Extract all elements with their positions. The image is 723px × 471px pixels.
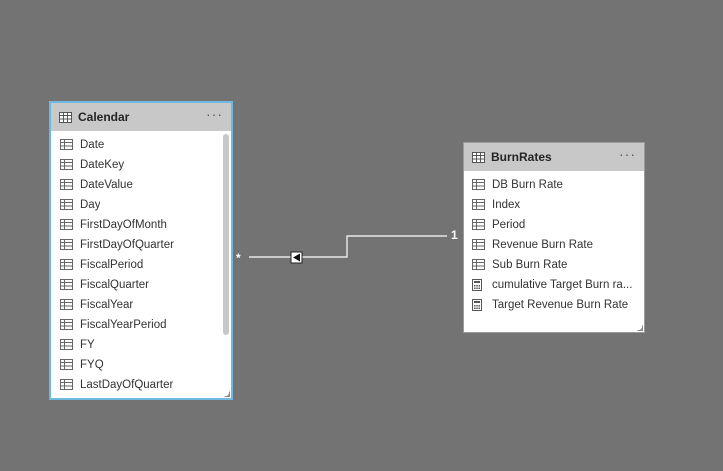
table-field-icon bbox=[60, 379, 74, 391]
field-label: FiscalPeriod bbox=[80, 259, 144, 271]
table-field-icon bbox=[472, 179, 486, 191]
field-item[interactable]: LastDayOfQuarter bbox=[51, 375, 231, 395]
cardinality-many-label: * bbox=[236, 251, 241, 265]
field-label: FirstDayOfMonth bbox=[80, 219, 167, 231]
table-icon bbox=[472, 151, 485, 163]
calendar-scrollbar[interactable] bbox=[223, 134, 229, 335]
table-field-icon bbox=[60, 239, 74, 251]
table-field-icon bbox=[60, 359, 74, 371]
field-label: Period bbox=[492, 219, 526, 231]
table-field-icon bbox=[472, 219, 486, 231]
field-label: Day bbox=[80, 199, 101, 211]
burnrates-table-header[interactable]: BurnRates ··· bbox=[464, 143, 644, 171]
field-item[interactable]: FiscalPeriod bbox=[51, 255, 231, 275]
cardinality-one-label: 1 bbox=[451, 228, 458, 242]
field-label: Target Revenue Burn Rate bbox=[492, 299, 629, 311]
field-label: DateKey bbox=[80, 159, 125, 171]
field-item[interactable]: cumulative Target Burn ra... bbox=[464, 275, 644, 295]
calculator-icon bbox=[472, 279, 486, 291]
field-item[interactable]: FYQ bbox=[51, 355, 231, 375]
field-label: FiscalQuarter bbox=[80, 279, 150, 291]
field-item[interactable]: FiscalYear bbox=[51, 295, 231, 315]
table-title: BurnRates bbox=[491, 150, 552, 164]
table-field-icon bbox=[60, 139, 74, 151]
field-item[interactable]: Day bbox=[51, 195, 231, 215]
field-label: FY bbox=[80, 339, 95, 351]
field-item[interactable]: Date bbox=[51, 135, 231, 155]
resize-handle-icon[interactable] bbox=[224, 391, 230, 397]
table-field-icon bbox=[472, 239, 486, 251]
field-item[interactable]: FiscalQuarter bbox=[51, 275, 231, 295]
field-label: Date bbox=[80, 139, 105, 151]
table-field-icon bbox=[60, 319, 74, 331]
field-label: cumulative Target Burn ra... bbox=[492, 279, 633, 291]
field-item[interactable]: DateValue bbox=[51, 175, 231, 195]
field-item[interactable]: FirstDayOfMonth bbox=[51, 215, 231, 235]
table-field-icon bbox=[60, 279, 74, 291]
field-label: FiscalYear bbox=[80, 299, 134, 311]
field-label: FiscalYearPeriod bbox=[80, 319, 167, 331]
field-item[interactable]: DateKey bbox=[51, 155, 231, 175]
field-label: Index bbox=[492, 199, 521, 211]
field-label: FYQ bbox=[80, 359, 104, 371]
field-label: Sub Burn Rate bbox=[492, 259, 568, 271]
table-field-icon bbox=[60, 299, 74, 311]
field-label: FirstDayOfQuarter bbox=[80, 239, 174, 251]
table-field-icon bbox=[472, 199, 486, 211]
table-field-icon bbox=[60, 339, 74, 351]
field-label: LastDayOfQuarter bbox=[80, 379, 174, 391]
table-field-icon bbox=[60, 259, 74, 271]
field-item[interactable]: FirstDayOfQuarter bbox=[51, 235, 231, 255]
table-title: Calendar bbox=[78, 110, 130, 124]
table-field-icon bbox=[472, 259, 486, 271]
field-label: DB Burn Rate bbox=[492, 179, 563, 191]
table-field-icon bbox=[60, 219, 74, 231]
more-options-button[interactable]: ··· bbox=[206, 106, 223, 122]
table-icon bbox=[59, 111, 72, 123]
table-field-icon bbox=[60, 179, 74, 191]
field-item[interactable]: Sub Burn Rate bbox=[464, 255, 644, 275]
table-field-icon bbox=[60, 199, 74, 211]
resize-handle-icon[interactable] bbox=[637, 325, 643, 331]
field-item[interactable]: FY bbox=[51, 335, 231, 355]
field-item[interactable]: Index bbox=[464, 195, 644, 215]
calendar-table-header[interactable]: Calendar ··· bbox=[51, 103, 231, 131]
more-options-button[interactable]: ··· bbox=[619, 146, 636, 162]
field-item[interactable]: FiscalYearPeriod bbox=[51, 315, 231, 335]
table-field-icon bbox=[60, 159, 74, 171]
field-item[interactable]: DB Burn Rate bbox=[464, 175, 644, 195]
field-label: DateValue bbox=[80, 179, 133, 191]
field-label: Revenue Burn Rate bbox=[492, 239, 594, 251]
field-item[interactable]: Period bbox=[464, 215, 644, 235]
field-item[interactable]: Target Revenue Burn Rate bbox=[464, 295, 644, 315]
arrow-left-icon bbox=[290, 251, 303, 264]
calculator-icon bbox=[472, 299, 486, 311]
field-item[interactable]: Revenue Burn Rate bbox=[464, 235, 644, 255]
